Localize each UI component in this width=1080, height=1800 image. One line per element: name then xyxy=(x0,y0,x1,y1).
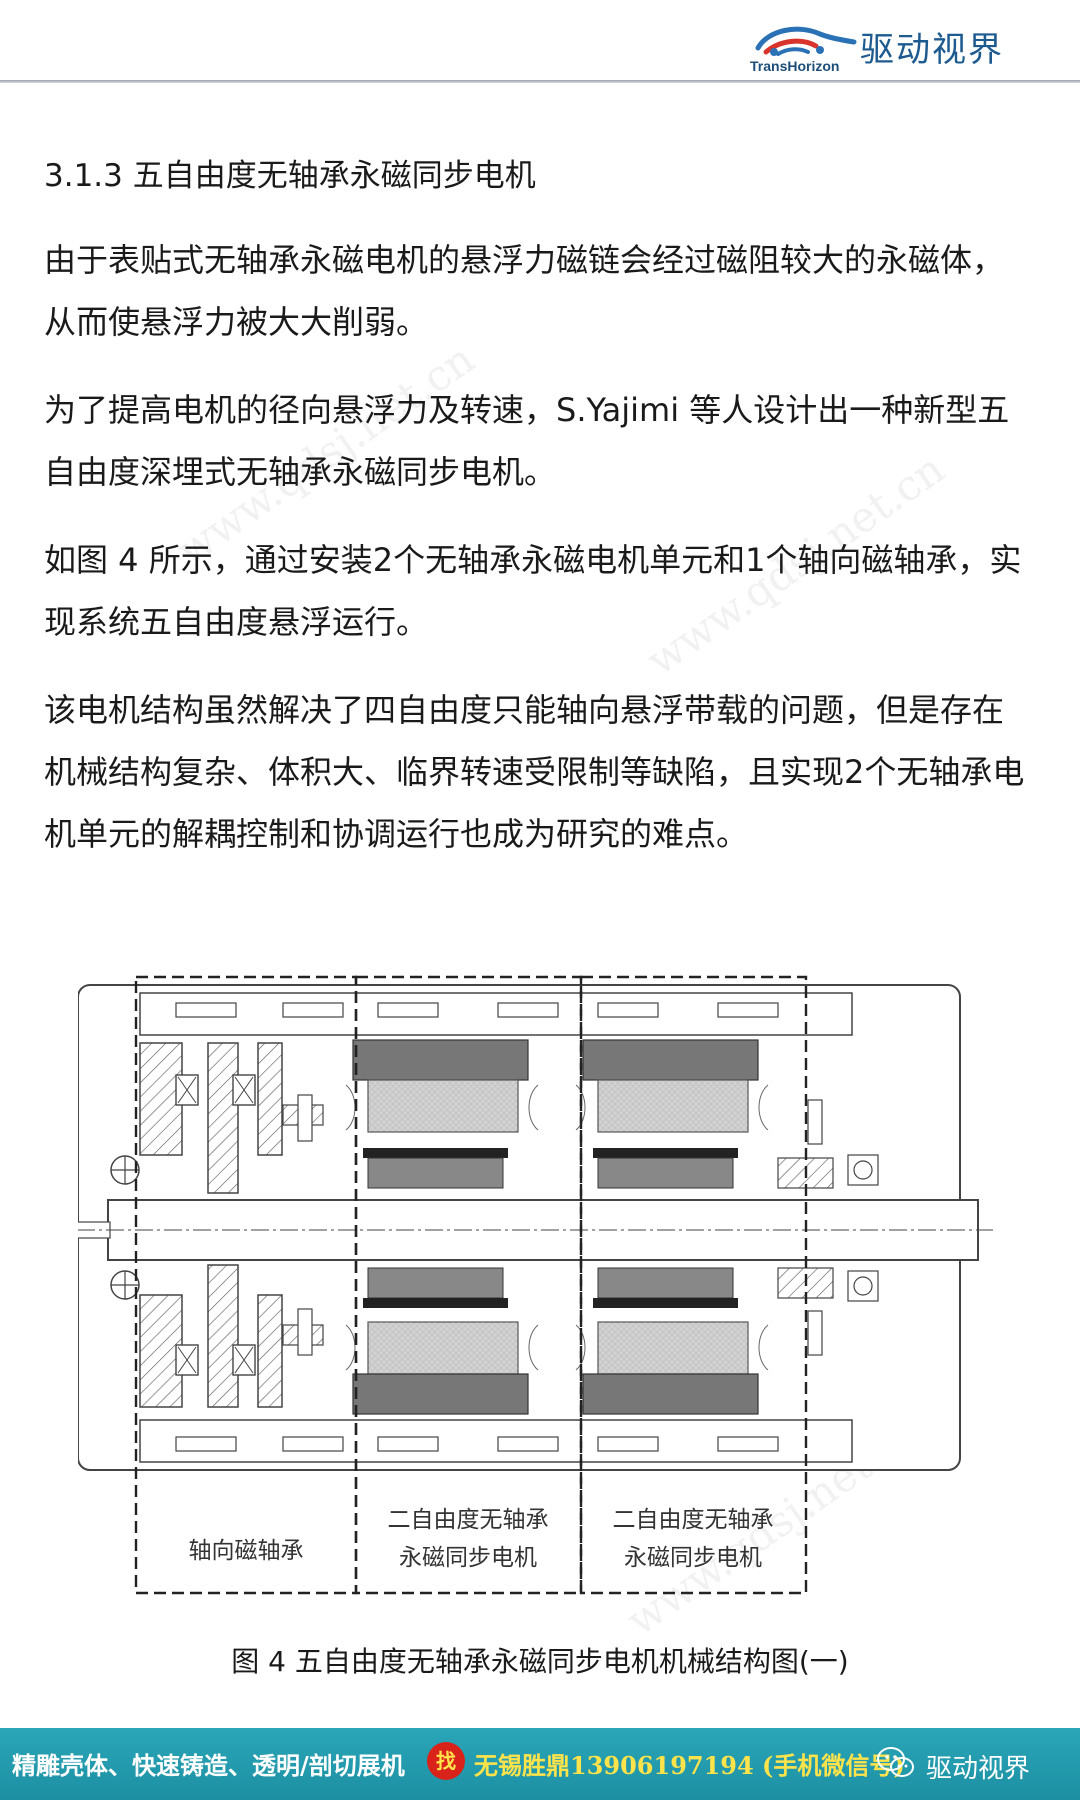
car-swirl-logo-icon xyxy=(755,26,857,56)
paragraph: 该电机结构虽然解决了四自由度只能轴向悬浮带载的问题，但是存在机械结构复杂、体积大… xyxy=(44,691,1025,853)
paragraph: 为了提高电机的径向悬浮力及转速，S.Yajimi 等人设计出一种新型五自由度深埋… xyxy=(44,391,1010,491)
header-divider xyxy=(0,80,1080,83)
footer-ad-text: 精雕壳体、快速铸造、透明/剖切展机 xyxy=(12,1751,405,1780)
label-unit-2-line-2: 永磁同步电机 xyxy=(624,1545,762,1571)
axial-bearing-drawing xyxy=(110,1042,324,1408)
motor-structure-figure: 轴向磁轴承 二自由度无轴承 永磁同步电机 二自由度无轴承 永磁同步电机 xyxy=(78,975,993,1600)
motor-unit-2-drawing xyxy=(575,1039,769,1415)
header: TransHorizon 驱动视界 xyxy=(0,0,1080,86)
footer-banner[interactable]: 精雕壳体、快速铸造、透明/剖切展机 找 无锡胜鼎13906197194 (手机微… xyxy=(0,1728,1080,1800)
label-unit-1-line-1: 二自由度无轴承 xyxy=(388,1507,549,1533)
article-body: 3.1.3 五自由度无轴承永磁同步电机 由于表贴式无轴承永磁电机的悬浮力磁链会经… xyxy=(44,150,1034,891)
wechat-account[interactable]: 驱动视界 xyxy=(876,1742,1066,1786)
find-badge: 找 xyxy=(427,1742,465,1780)
section-title: 3.1.3 五自由度无轴承永磁同步电机 xyxy=(44,158,536,194)
paragraph: 如图 4 所示，通过安装2个无轴承永磁电机单元和1个轴向磁轴承，实现系统五自由度… xyxy=(44,541,1022,641)
figure-caption: 图 4 五自由度无轴承永磁同步电机机械结构图(一) xyxy=(231,1645,849,1678)
motor-unit-1-drawing xyxy=(345,1039,539,1415)
label-unit-2-line-1: 二自由度无轴承 xyxy=(613,1507,774,1533)
wechat-account-name: 驱动视界 xyxy=(926,1754,1031,1784)
label-unit-1-line-2: 永磁同步电机 xyxy=(399,1545,537,1571)
footer-phone-text: 无锡胜鼎13906197194 (手机微信号) xyxy=(474,1751,905,1780)
paragraph: 由于表贴式无轴承永磁电机的悬浮力磁链会经过磁阻较大的永磁体，从而使悬浮力被大大削… xyxy=(44,241,1005,341)
brand-logo[interactable]: TransHorizon 驱动视界 xyxy=(750,14,1050,74)
motor-structure-diagram: 轴向磁轴承 二自由度无轴承 永磁同步电机 二自由度无轴承 永磁同步电机 xyxy=(78,975,993,1595)
brand-name-cn: 驱动视界 xyxy=(860,30,1004,70)
label-axial-bearing: 轴向磁轴承 xyxy=(189,1538,304,1564)
wechat-icon xyxy=(877,1747,914,1777)
brand-name-en: TransHorizon xyxy=(750,58,840,74)
